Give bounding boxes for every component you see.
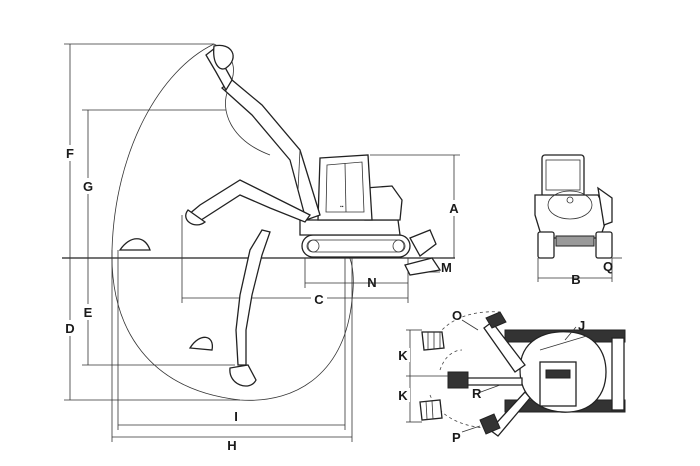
label-e: E <box>84 305 93 320</box>
dimension-n: N <box>304 258 408 290</box>
label-d: D <box>65 321 74 336</box>
dimension-g: G <box>80 109 226 258</box>
excavator-front-view: B Q <box>534 154 622 287</box>
label-g: G <box>83 179 93 194</box>
label-m: M <box>441 260 452 275</box>
brand-mark: ▪▪ <box>340 204 344 210</box>
excavator-side-view: ▪▪ <box>118 44 442 387</box>
excavator-top-view: K K O P R J <box>396 308 626 445</box>
label-b: B <box>571 272 580 287</box>
label-k-lower: K <box>398 388 408 403</box>
label-a: A <box>449 201 459 216</box>
dimension-d: D <box>62 258 240 401</box>
label-j: J <box>578 318 585 333</box>
label-q: Q <box>603 259 613 274</box>
label-f: F <box>66 146 74 161</box>
label-c: C <box>314 292 324 307</box>
dimension-f: F <box>62 43 214 258</box>
label-h: H <box>227 438 236 453</box>
dimension-e: E <box>80 258 235 366</box>
dimension-i: I <box>117 250 346 430</box>
dimension-h: H <box>111 250 353 453</box>
label-p: P <box>452 430 461 445</box>
label-n: N <box>367 275 376 290</box>
label-o: O <box>452 308 462 323</box>
label-r: R <box>472 386 482 401</box>
dimension-a: A <box>370 154 462 258</box>
label-k-upper: K <box>398 348 408 363</box>
label-i: I <box>234 409 238 424</box>
